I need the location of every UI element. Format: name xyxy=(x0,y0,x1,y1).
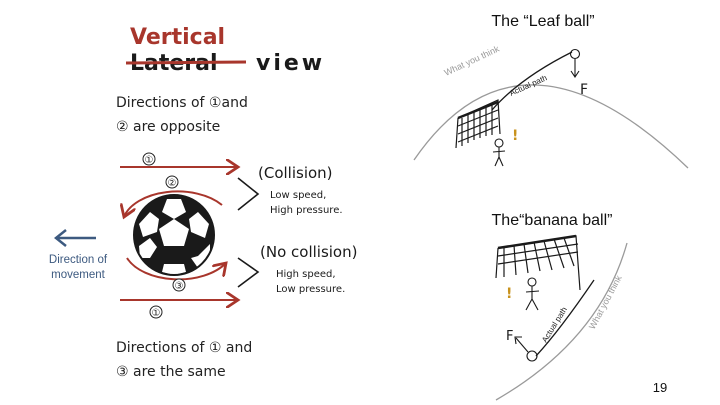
movement-arrow-icon xyxy=(53,229,96,247)
arrow-2-label: ② xyxy=(168,178,177,189)
arrow-1-badge xyxy=(142,152,156,166)
leaf-force-arrow-icon xyxy=(569,48,581,78)
nocollision-bracket xyxy=(237,257,260,288)
strike-line xyxy=(125,60,247,65)
arrow-1b-label: ① xyxy=(152,308,161,319)
page-number: 19 xyxy=(653,380,667,395)
leaf-think-label: What you think xyxy=(443,43,502,77)
banana-actual-label: Actual path xyxy=(540,305,569,344)
banana-ball-title: The“banana ball” xyxy=(492,212,613,229)
title-view: view xyxy=(256,51,325,76)
leaf-force-label: F xyxy=(580,82,588,98)
leaf-ball-panel: The “Leaf ball” What you think Actual pa… xyxy=(413,13,689,169)
banana-ball-force-icon xyxy=(514,336,538,362)
arrow-3-arc xyxy=(126,257,226,281)
left-panel: Vertical Lateral view Directions of ①and… xyxy=(49,25,358,380)
arrow-3-label: ③ xyxy=(175,281,184,292)
arrow-2-arc xyxy=(124,190,223,217)
arrow-1b-badge xyxy=(149,305,163,319)
movement-line2: movement xyxy=(51,269,105,281)
leaf-goal-icon xyxy=(455,99,501,149)
nocollision-line1: High speed, xyxy=(276,269,336,280)
banana-exclaim-icon: ! xyxy=(506,286,512,302)
collision-title: (Collision) xyxy=(258,164,333,182)
banana-actual-curve xyxy=(535,279,595,357)
bottom-caption-line1: Directions of ① and xyxy=(116,340,252,356)
movement-line1: Direction of xyxy=(49,254,108,266)
collision-line2: High pressure. xyxy=(270,205,343,216)
title-vertical: Vertical xyxy=(130,25,225,50)
top-caption-line1: Directions of ①and xyxy=(116,95,248,111)
banana-goal-icon xyxy=(495,234,581,291)
arrow-2-badge xyxy=(165,175,179,189)
nocollision-line2: Low pressure. xyxy=(276,284,345,295)
leaf-ball-title: The “Leaf ball” xyxy=(491,13,594,30)
arrow-1-label: ① xyxy=(145,155,154,166)
leaf-keeper-icon xyxy=(492,138,506,167)
banana-ball-panel: The“banana ball” What you think Actual p… xyxy=(492,212,628,401)
bottom-caption-line2: ③ are the same xyxy=(116,364,226,380)
collision-line1: Low speed, xyxy=(270,190,326,201)
banana-force-label: F xyxy=(506,329,513,344)
top-caption-line2: ② are opposite xyxy=(116,119,220,135)
banana-think-curve xyxy=(495,242,628,401)
banana-keeper-icon xyxy=(525,277,540,311)
leaf-exclaim-icon: ! xyxy=(512,128,518,144)
collision-bracket xyxy=(237,177,260,211)
leaf-think-curve xyxy=(413,84,689,169)
nocollision-title: (No collision) xyxy=(260,243,357,261)
arrow-3-badge xyxy=(172,278,186,292)
soccer-ball-icon xyxy=(133,194,215,276)
